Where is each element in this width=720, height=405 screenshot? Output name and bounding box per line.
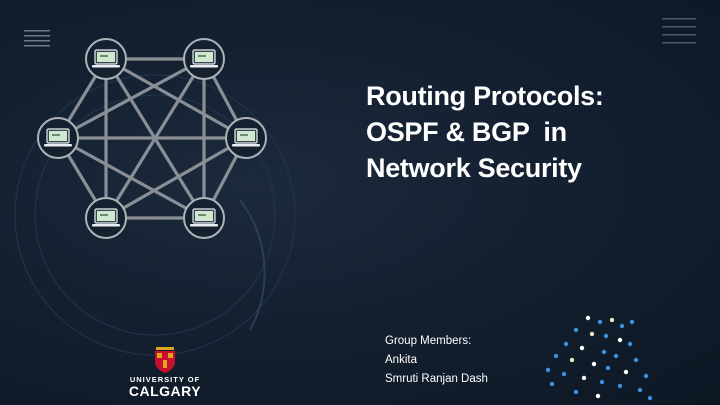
network-node-bottom-right xyxy=(183,197,225,239)
network-node-top-right xyxy=(183,38,225,80)
laptop-icon xyxy=(190,208,218,227)
group-members: Group Members: Ankita Smruti Ranjan Dash xyxy=(385,332,488,389)
title-line-2: OSPF & BGP in xyxy=(366,117,567,147)
network-node-bottom-left xyxy=(85,197,127,239)
member-name: Ankita xyxy=(385,354,417,366)
member-name: Smruti Ranjan Dash xyxy=(385,373,488,385)
title-line-3: Network Security xyxy=(366,153,582,183)
university-logo: UNIVERSITY OF CALGARY xyxy=(120,345,210,400)
laptop-icon xyxy=(44,128,72,147)
network-node-top-left xyxy=(85,38,127,80)
laptop-icon xyxy=(92,208,120,227)
dot-grid-top-right xyxy=(662,18,696,44)
logo-line-1: UNIVERSITY OF xyxy=(129,375,201,384)
laptop-icon xyxy=(190,49,218,68)
laptop-icon xyxy=(232,128,260,147)
members-label: Group Members: xyxy=(385,335,472,347)
university-crest-icon xyxy=(155,347,175,373)
logo-line-2: CALGARY xyxy=(128,383,202,399)
title-line-1: Routing Protocols: xyxy=(366,81,604,111)
dot-grid-top-left xyxy=(24,30,50,47)
network-node-right xyxy=(225,117,267,159)
laptop-icon xyxy=(92,49,120,68)
slide-title: Routing Protocols: OSPF & BGP in Network… xyxy=(366,78,696,186)
network-node-left xyxy=(37,117,79,159)
